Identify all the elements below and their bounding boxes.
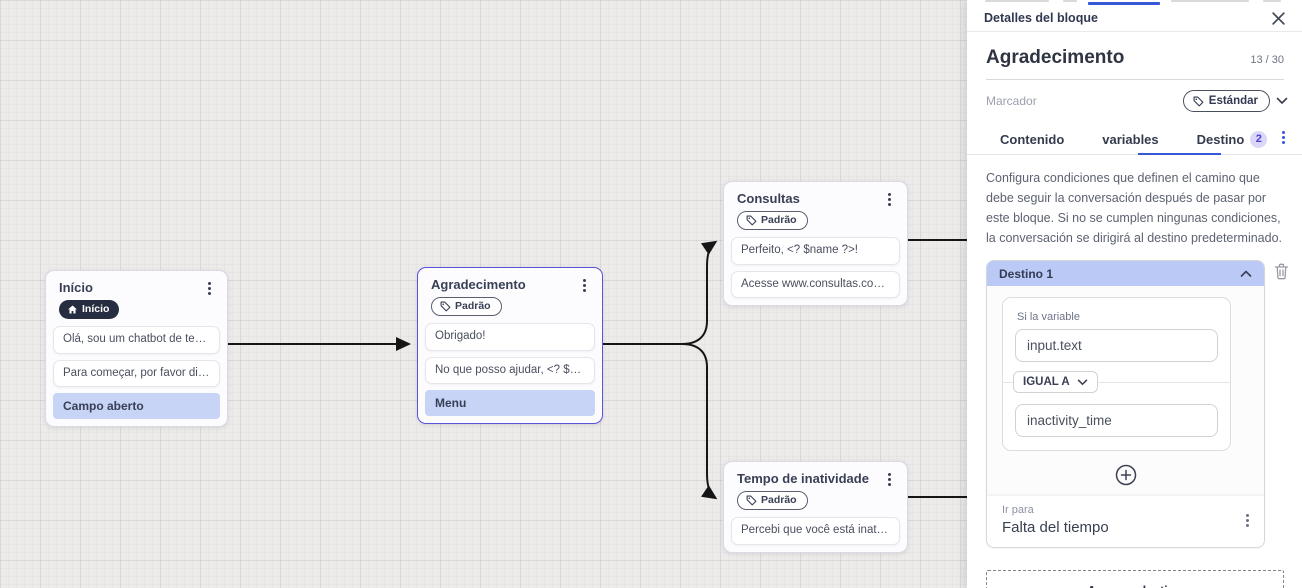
tab-variables[interactable]: variables xyxy=(1102,131,1159,147)
node-menu-kebab-icon[interactable] xyxy=(577,277,591,293)
node-type-badge: Início xyxy=(59,300,120,319)
goto-value: Falta del tiempo xyxy=(1002,519,1109,536)
tab-contenido[interactable]: Contenido xyxy=(1000,131,1065,147)
active-tab-underline xyxy=(1138,152,1221,155)
node-menu-kebab-icon[interactable] xyxy=(202,280,216,296)
goto-label: Ir para xyxy=(1002,504,1034,516)
tab-destino[interactable]: Destino 2 xyxy=(1197,130,1268,148)
block-name-input[interactable]: Agradecimento xyxy=(986,47,1125,68)
node-type-badge: Padrão xyxy=(431,297,502,316)
edge-agradecimento-tempo xyxy=(602,343,718,500)
home-icon xyxy=(67,304,78,315)
condition-variable-input[interactable] xyxy=(1015,329,1218,362)
add-destino-button[interactable]: Agregar destino xyxy=(986,570,1284,588)
tag-icon xyxy=(1193,96,1204,107)
destino-description: Configura condiciones que definen el cam… xyxy=(986,171,1282,245)
condition-card: Si la variable IGUAL A xyxy=(1002,297,1231,451)
marker-pill[interactable]: Estándar xyxy=(1182,90,1270,112)
destino-card: Destino 1 Si la variable IGUAL A xyxy=(986,260,1265,548)
tag-icon xyxy=(440,301,451,312)
marker-label: Marcador xyxy=(986,94,1037,108)
tag-icon xyxy=(746,215,757,226)
chevron-down-icon[interactable] xyxy=(1276,97,1288,105)
close-icon[interactable] xyxy=(1271,11,1286,26)
node-message-row[interactable]: Percebi que você está inativo. C... xyxy=(731,517,900,545)
node-menu-kebab-icon[interactable] xyxy=(882,471,896,487)
marker-value: Estándar xyxy=(1208,95,1258,107)
node-action-row[interactable]: Menu xyxy=(425,390,595,416)
node-message-row[interactable]: Para começar, por favor digite o ... xyxy=(53,359,220,387)
goto-kebab-icon[interactable] xyxy=(1240,512,1254,528)
chevron-down-icon xyxy=(1077,379,1087,385)
node-menu-kebab-icon[interactable] xyxy=(882,191,896,207)
tabs-overflow-kebab-icon[interactable] xyxy=(1276,129,1290,145)
cutoff-tabbar-strip xyxy=(967,0,1302,5)
goto-section[interactable]: Ir para Falta del tiempo xyxy=(987,496,1264,547)
node-message-row[interactable]: Acesse www.consultas.com par... xyxy=(731,270,900,298)
edge-agradecimento-consultas xyxy=(602,240,718,345)
node-title: Início xyxy=(59,280,93,295)
add-condition-icon[interactable] xyxy=(1115,464,1137,486)
node-title: Agradecimento xyxy=(431,277,526,292)
if-variable-label: Si la variable xyxy=(1017,311,1080,323)
condition-value-input[interactable] xyxy=(1015,404,1218,437)
chevron-up-icon[interactable] xyxy=(1240,270,1252,278)
condition-divider xyxy=(1002,382,1231,383)
destino-card-header[interactable]: Destino 1 xyxy=(987,261,1264,286)
panel-tabs: Contenido variables Destino 2 xyxy=(967,124,1302,155)
operator-select[interactable]: IGUAL A xyxy=(1013,371,1098,393)
node-message-row[interactable]: Olá, sou um chatbot de teste! xyxy=(53,326,220,354)
char-counter: 13 / 30 xyxy=(1250,54,1284,66)
destino-card-title: Destino 1 xyxy=(999,266,1054,281)
block-details-panel: Detalles del bloque Agradecimento 13 / 3… xyxy=(967,0,1302,588)
node-type-badge: Padrão xyxy=(737,491,808,510)
node-title: Tempo de inatividade xyxy=(737,471,869,486)
panel-title: Detalles del bloque xyxy=(984,11,1098,25)
destino-count-badge: 2 xyxy=(1250,130,1268,148)
node-message-row[interactable]: Obrigado! xyxy=(425,323,595,351)
node-message-row[interactable]: Perfeito, <? $name ?>! xyxy=(731,237,900,265)
delete-destino-icon[interactable] xyxy=(1274,263,1289,280)
node-title: Consultas xyxy=(737,191,800,206)
node-action-row[interactable]: Campo aberto xyxy=(53,393,220,419)
node-type-badge: Padrão xyxy=(737,211,808,230)
node-message-row[interactable]: No que posso ajudar, <? $name ... xyxy=(425,356,595,384)
tag-icon xyxy=(746,495,757,506)
active-tab-underline-top xyxy=(1088,2,1160,5)
